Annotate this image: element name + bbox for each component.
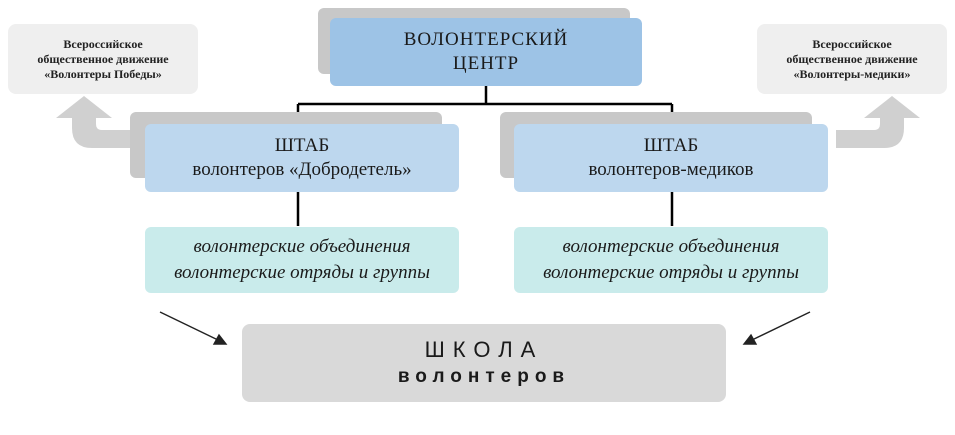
center-line2: ЦЕНТР [452,53,520,74]
curved-arrow-left-icon [56,96,140,148]
hq-dobrodetel-box: ШТАБ волонтеров «Добродетель» [145,124,459,192]
right-units-box: волонтерские объединения волонтерские от… [514,227,828,293]
arrow-left-to-school [159,311,219,341]
school-title: ШКОЛА [424,337,544,362]
movement-medics-line2: общественное движение [786,51,918,66]
movement-victory-line1: Всероссийское [63,36,143,51]
hq-medics-box: ШТАБ волонтеров-медиков [514,124,828,192]
movement-medics-box: Всероссийское общественное движение «Вол… [757,24,947,94]
left-units-box: волонтерские объединения волонтерские от… [145,227,459,293]
center-line1: ВОЛОНТЕРСКИЙ [403,29,569,50]
curved-arrow-right-icon [836,96,920,148]
school-subtitle: волонтеров [397,366,571,387]
hq-medics-line2: волонтеров-медиков [588,159,754,180]
hq-dobrodetel-line1: ШТАБ [274,135,330,156]
movement-medics-line3: «Волонтеры-медики» [793,66,911,81]
arrow-right-to-school [751,311,811,341]
volunteer-center-box: ВОЛОНТЕРСКИЙ ЦЕНТР [330,18,642,86]
arrow-right-head [742,333,758,345]
movement-victory-box: Всероссийское общественное движение «Вол… [8,24,198,94]
hq-medics-line1: ШТАБ [643,135,699,156]
movement-victory-line3: «Волонтеры Победы» [44,66,162,81]
right-units-line1: волонтерские объединения [562,236,780,257]
movement-victory-line2: общественное движение [37,51,169,66]
left-units-line1: волонтерские объединения [193,236,411,257]
left-units-line2: волонтерские отряды и группы [174,262,430,283]
movement-medics-line1: Всероссийское [812,36,892,51]
school-box: ШКОЛА волонтеров [242,324,726,402]
hq-dobrodetel-line2: волонтеров «Добродетель» [192,159,412,180]
right-units-line2: волонтерские отряды и группы [543,262,799,283]
arrow-left-head [212,333,228,345]
